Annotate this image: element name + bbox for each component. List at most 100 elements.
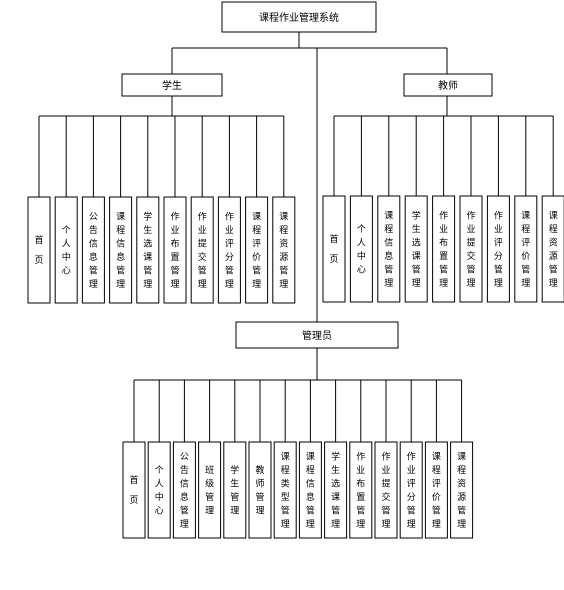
teacher-module: 个人中心 bbox=[349, 195, 373, 303]
student-module: 作业评分管理 bbox=[217, 196, 241, 304]
admin-module-label: 课程信息管理 bbox=[306, 451, 315, 530]
student-module: 作业布置管理 bbox=[163, 196, 187, 304]
student-module: 课程评价管理 bbox=[245, 196, 269, 304]
student-module: 个人中心 bbox=[54, 196, 78, 304]
teacher-module-label: 作业提交管理 bbox=[466, 209, 475, 289]
admin-module-label: 教师管理 bbox=[255, 464, 264, 517]
teacher-module-box bbox=[514, 195, 538, 303]
admin-module-label: 课程评价管理 bbox=[432, 451, 441, 530]
teacher-module-box bbox=[349, 195, 373, 303]
teacher-node-box bbox=[403, 73, 493, 97]
admin-module-label: 作业提交管理 bbox=[381, 450, 390, 530]
admin-module: 学生管理 bbox=[223, 441, 247, 539]
student-node-label: 学生 bbox=[162, 79, 182, 92]
admin-module-label: 班级管理 bbox=[205, 464, 214, 517]
teacher-module-box bbox=[541, 195, 564, 303]
connectors bbox=[38, 32, 554, 442]
admin-module: 首页 bbox=[122, 441, 146, 539]
teacher-node: 教师 bbox=[403, 73, 493, 97]
student-module-box bbox=[81, 196, 105, 304]
teacher-module: 学生选课管理 bbox=[404, 195, 428, 303]
teacher-module-box bbox=[486, 195, 510, 303]
admin-module-label: 作业布置管理 bbox=[356, 450, 365, 530]
student-module-box bbox=[54, 196, 78, 304]
admin-module: 个人中心 bbox=[147, 441, 171, 539]
admin-module-label: 首页 bbox=[129, 474, 138, 506]
teacher-module: 课程信息管理 bbox=[377, 195, 401, 303]
admin-module-box bbox=[122, 441, 146, 539]
admin-module-box bbox=[424, 441, 448, 539]
admin-module-label: 课程类型管理 bbox=[281, 451, 290, 530]
student-module-box bbox=[217, 196, 241, 304]
student-module: 公告信息管理 bbox=[81, 196, 105, 304]
admin-module-box bbox=[147, 441, 171, 539]
teacher-module-label: 个人中心 bbox=[357, 224, 366, 276]
student-module-label: 作业提交管理 bbox=[198, 210, 207, 290]
student-module-label: 公告信息管理 bbox=[89, 211, 98, 290]
student-module: 首页 bbox=[27, 196, 51, 304]
student-module: 课程信息管理 bbox=[109, 196, 133, 304]
admin-module: 学生选课管理 bbox=[324, 441, 348, 539]
student-module: 课程资源管理 bbox=[272, 196, 296, 304]
nodes: 课程作业管理系统学生首页个人中心公告信息管理课程信息管理学生选课管理作业布置管理… bbox=[27, 1, 564, 539]
student-module-label: 课程信息管理 bbox=[116, 211, 125, 290]
teacher-module-box bbox=[322, 195, 346, 303]
teacher-module: 课程评价管理 bbox=[514, 195, 538, 303]
teacher-module-label: 作业评分管理 bbox=[494, 209, 503, 289]
root-node: 课程作业管理系统 bbox=[221, 1, 377, 33]
teacher-module-box bbox=[459, 195, 483, 303]
root-node-label: 课程作业管理系统 bbox=[259, 11, 339, 24]
student-module-label: 首页 bbox=[34, 234, 43, 266]
student-module-label: 个人中心 bbox=[62, 225, 71, 277]
admin-module-label: 学生管理 bbox=[230, 464, 239, 517]
student-module-label: 课程评价管理 bbox=[252, 211, 261, 290]
admin-module: 作业布置管理 bbox=[349, 441, 373, 539]
admin-module-box bbox=[374, 441, 398, 539]
admin-module-label: 个人中心 bbox=[155, 465, 164, 517]
admin-node-box bbox=[235, 321, 399, 349]
admin-module-box bbox=[198, 441, 222, 539]
admin-module-box bbox=[172, 441, 196, 539]
student-module-label: 课程资源管理 bbox=[279, 211, 288, 290]
teacher-module: 作业提交管理 bbox=[459, 195, 483, 303]
admin-module-label: 学生选课管理 bbox=[331, 450, 340, 530]
student-module-label: 作业评分管理 bbox=[225, 210, 234, 290]
admin-module-box bbox=[399, 441, 423, 539]
admin-module-box bbox=[298, 441, 322, 539]
teacher-module-label: 学生选课管理 bbox=[412, 209, 421, 289]
admin-module-box bbox=[324, 441, 348, 539]
admin-module-box bbox=[223, 441, 247, 539]
admin-module: 作业提交管理 bbox=[374, 441, 398, 539]
admin-module-label: 作业评分管理 bbox=[407, 450, 416, 530]
teacher-module: 首页 bbox=[322, 195, 346, 303]
admin-node: 管理员 bbox=[235, 321, 399, 349]
teacher-module-box bbox=[404, 195, 428, 303]
student-node: 学生 bbox=[121, 73, 223, 97]
admin-module-box bbox=[248, 441, 272, 539]
admin-module: 公告信息管理 bbox=[172, 441, 196, 539]
student-module-box bbox=[190, 196, 214, 304]
teacher-module: 课程资源管理 bbox=[541, 195, 564, 303]
admin-module-box bbox=[450, 441, 474, 539]
teacher-module-label: 课程资源管理 bbox=[549, 210, 558, 289]
teacher-module-box bbox=[377, 195, 401, 303]
admin-module-box bbox=[273, 441, 297, 539]
admin-module: 班级管理 bbox=[198, 441, 222, 539]
root-node-box bbox=[221, 1, 377, 33]
admin-module: 课程评价管理 bbox=[424, 441, 448, 539]
student-module: 学生选课管理 bbox=[136, 196, 160, 304]
admin-module: 课程资源管理 bbox=[450, 441, 474, 539]
teacher-module-box bbox=[432, 195, 456, 303]
student-module-box bbox=[136, 196, 160, 304]
teacher-module-label: 课程信息管理 bbox=[384, 210, 393, 289]
student-module-box bbox=[109, 196, 133, 304]
teacher-node-label: 教师 bbox=[438, 79, 458, 92]
student-module-box bbox=[27, 196, 51, 304]
student-module-box bbox=[245, 196, 269, 304]
admin-module: 课程类型管理 bbox=[273, 441, 297, 539]
student-module-box bbox=[272, 196, 296, 304]
admin-module: 课程信息管理 bbox=[298, 441, 322, 539]
student-module-box bbox=[163, 196, 187, 304]
admin-node-label: 管理员 bbox=[302, 329, 332, 342]
